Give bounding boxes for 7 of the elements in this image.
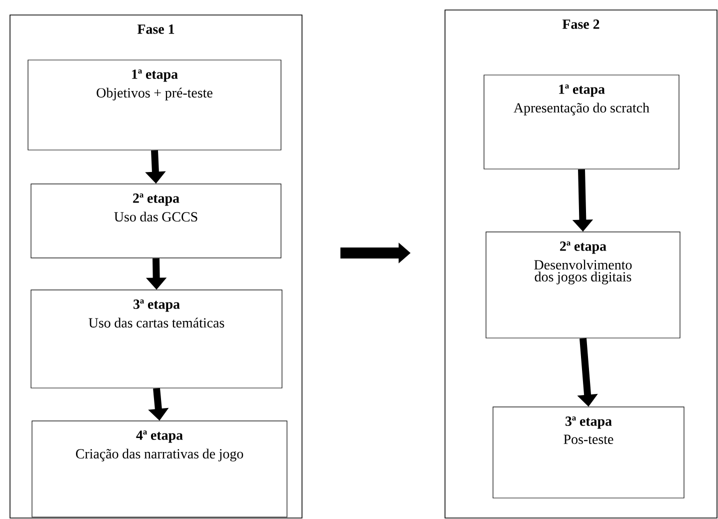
step-box: 3ª etapa Pos-teste	[492, 406, 684, 498]
step-box: 1ª etapa Apresentação do scratch	[484, 74, 680, 170]
step-box: 2ª etapa Desenvolvimento dos jogos digitais	[486, 232, 680, 338]
step-box: 4ª etapa Criação das narrativas de jogo	[32, 420, 288, 518]
step-box: 2ª etapa Uso das GCCS	[30, 184, 282, 258]
step-box: 1ª etapa Objetivos + pré-teste	[28, 60, 282, 150]
step-box: 3ª etapa Uso das cartas temáticas	[30, 290, 282, 388]
